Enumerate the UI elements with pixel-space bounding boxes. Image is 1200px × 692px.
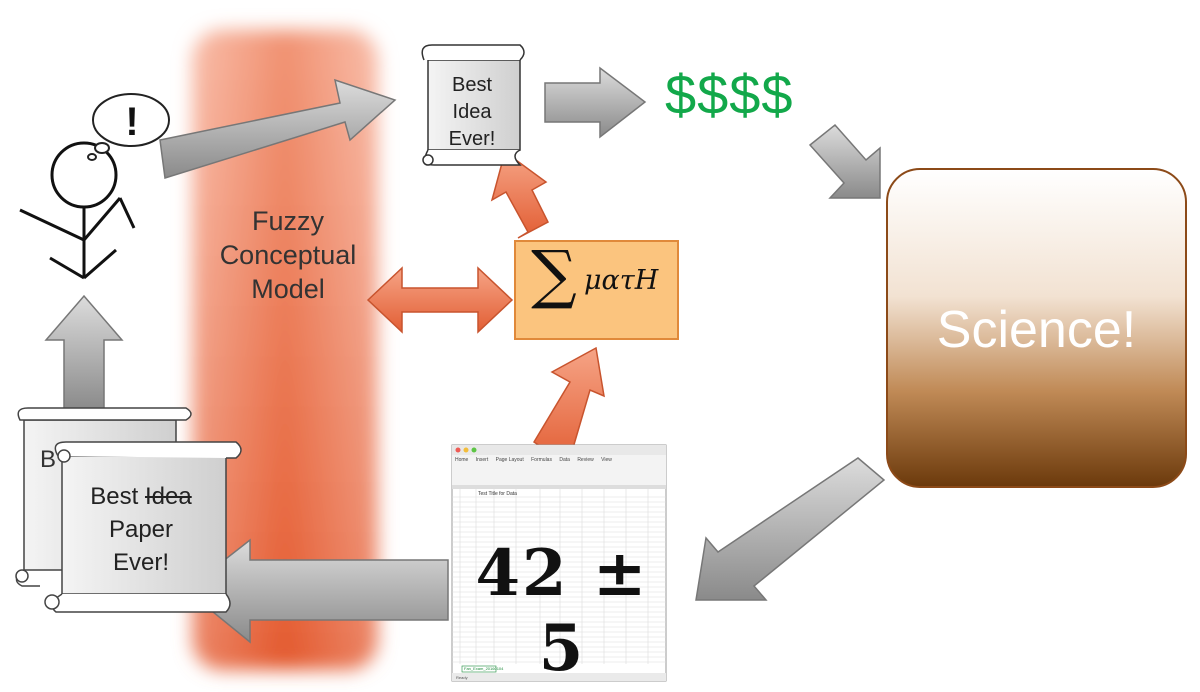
fuzzy-line-2: Conceptual xyxy=(219,240,357,270)
arrow-figure-to-idea xyxy=(159,78,397,179)
arrow-icon xyxy=(44,66,886,644)
best-idea-line-2: Idea xyxy=(452,101,492,123)
spreadsheet-icon xyxy=(451,444,667,682)
thought-bubble-icon xyxy=(87,93,170,161)
best-idea-line-1: Best xyxy=(451,74,493,96)
paper-text: Best Idea Paper Ever! xyxy=(66,480,216,579)
thought-exclamation: ! xyxy=(125,100,139,144)
fuzzy-line-1: Fuzzy xyxy=(251,206,324,236)
tab-formulas: Formulas xyxy=(531,457,552,463)
paper-line-1-plain: Best xyxy=(90,483,145,510)
arrow-bidirectional xyxy=(366,266,514,334)
stick-figure-icon xyxy=(19,141,136,280)
formula-sum-symbol: ∑ xyxy=(531,238,577,312)
arrow-science-to-data xyxy=(695,457,886,601)
orange-arrows xyxy=(366,150,605,467)
fuzzy-line-3: Model xyxy=(251,274,325,304)
fuzzy-model-band xyxy=(192,30,378,670)
fuzzy-model-label: Fuzzy Conceptual Model xyxy=(188,204,388,306)
spreadsheet-status: Ready xyxy=(456,675,468,680)
formula-box xyxy=(514,240,679,340)
tab-insert: Insert xyxy=(475,457,489,463)
spreadsheet-title: Test Title for Data xyxy=(478,491,517,497)
paper-line-3: Ever! xyxy=(112,549,169,576)
spreadsheet-ribbon: Home Insert Page Layout Formulas Data Re… xyxy=(455,457,665,467)
paper-line-2: Paper xyxy=(108,516,174,543)
paper-scroll xyxy=(44,441,242,613)
best-idea-line-3: Ever! xyxy=(448,128,496,150)
tab-view: View xyxy=(601,457,612,463)
best-idea-text: Best Idea Ever! xyxy=(430,72,514,153)
arrow-data-to-paper xyxy=(184,538,449,644)
spreadsheet-sheet-tab: Fan_Exam_20160104 xyxy=(464,666,504,671)
arrow-idea-to-money xyxy=(544,66,647,139)
arrow-paper-to-figure xyxy=(44,294,124,411)
arrow-money-to-science xyxy=(808,123,881,199)
tab-data: Data xyxy=(559,457,570,463)
tab-page-layout: Page Layout xyxy=(495,457,524,463)
science-box xyxy=(886,168,1187,488)
spreadsheet-big-text: 42 ± 5 xyxy=(475,536,649,686)
paper-line-1-struck: Idea xyxy=(144,483,192,510)
science-label: Science! xyxy=(936,301,1137,359)
tab-review: Review xyxy=(577,457,594,463)
formula-variables: ματH xyxy=(584,265,659,296)
tab-home: Home xyxy=(455,457,469,463)
back-scroll-letter: B xyxy=(40,446,57,473)
money-label: $$$$ xyxy=(665,63,794,126)
scroll-icon xyxy=(421,44,525,166)
paper-line-1: Best Idea xyxy=(66,480,216,513)
